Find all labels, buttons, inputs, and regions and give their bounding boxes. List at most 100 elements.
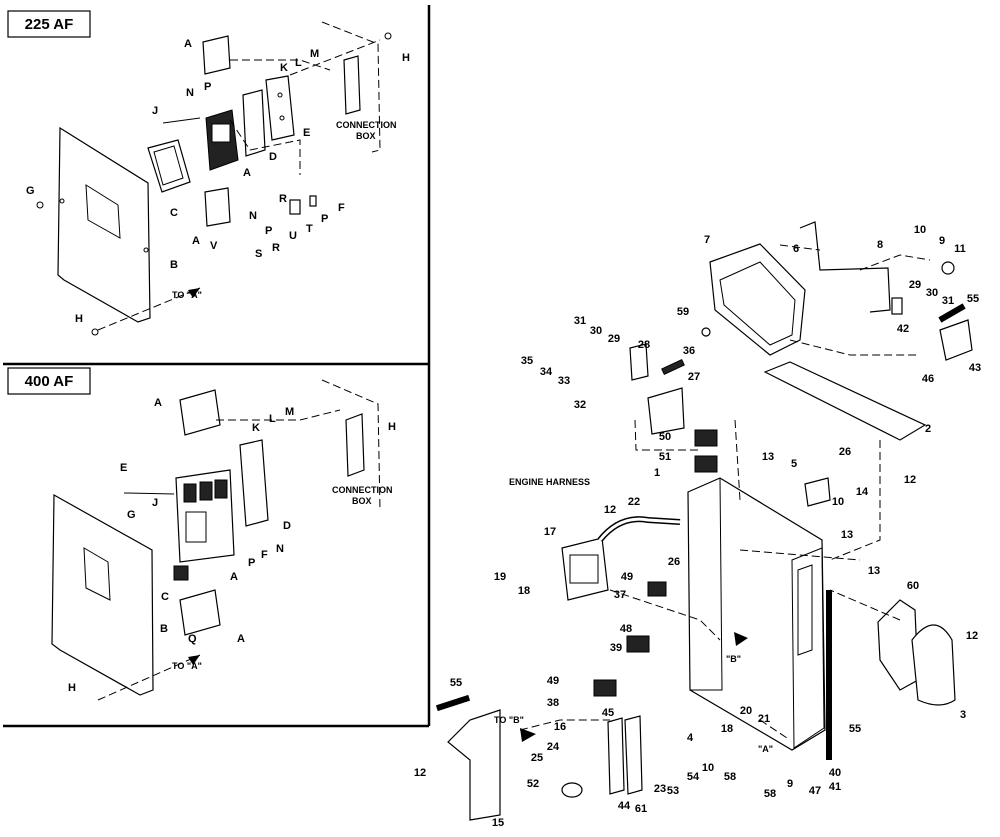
part-callout-17: 17 [544,526,556,538]
part-callout-10: 10 [832,496,844,508]
callout-400-K: K [252,422,260,434]
gasket-strip-left [435,694,471,712]
part-callout-49: 49 [547,675,559,687]
part-callout-54: 54 [687,771,700,783]
side-cover [447,709,501,821]
part-callout-51: 51 [659,451,671,463]
connection-box-label-225af-line2: BOX [356,131,376,141]
part-callout-31: 31 [574,315,586,327]
callout-225-R-top: R [279,193,287,205]
part-callout-50: 50 [659,431,671,443]
part-callout-23: 23 [654,783,666,795]
part-callout-52: 52 [527,778,539,790]
bracket-27 [647,387,685,435]
part-callout-53: 53 [667,785,679,797]
part-callout-61: 61 [635,803,647,815]
callout-400-Q: Q [188,633,197,645]
part-callout-46: 46 [922,373,934,385]
part-callout-35: 35 [521,355,533,367]
callout-400-H-top: H [388,421,396,433]
part-callout-9: 9 [939,235,945,247]
gasket-strip-top [938,303,966,323]
panel-400af-title-box [7,367,91,395]
part-callout-37: 37 [614,589,626,601]
part-36 [661,358,685,376]
callout-400-N: N [276,543,284,555]
part-callout-34: 34 [540,366,553,378]
inset-panels-frame [3,5,431,728]
panel-225af-title-box [7,10,91,38]
part-callout-18: 18 [721,723,733,735]
part-callout-27: 27 [688,371,700,383]
part-callout-8: 8 [877,239,883,251]
part-callout-55: 55 [450,677,462,689]
part-callout-47: 47 [809,785,821,797]
air-duct [911,624,956,706]
part-callout-30: 30 [926,287,938,299]
part-callout-29: 29 [909,279,921,291]
terminal-cover-bottom-400af [179,589,221,636]
part-callout-42: 42 [897,323,909,335]
part-callout-41: 41 [829,781,841,793]
part-callout-31: 31 [942,295,954,307]
fuse-block-49a [647,581,667,597]
terminal-cover-bottom-225af [204,187,231,227]
callout-225-T: T [306,223,313,235]
connection-box-slot-400af [345,413,365,477]
terminal-strip-23 [624,715,643,795]
callout-400-M: M [285,406,294,418]
connection-box-label-400af-line1: CONNECTION [332,485,393,495]
part-callout-29: 29 [608,333,620,345]
to-a-label-225af: TO "A" [172,290,202,300]
part-callout-18: 18 [518,585,530,597]
part-callout-1: 1 [654,467,660,479]
fuse-block-49b [593,679,617,697]
part-callout-14: 14 [856,486,869,498]
part-callout-13: 13 [868,565,880,577]
bracket-225af [265,75,295,141]
callout-400-J: J [152,497,158,509]
part-callout-59: 59 [677,306,689,318]
part-callout-49: 49 [621,571,633,583]
callout-225-N: N [186,87,194,99]
part-callout-30: 30 [590,325,602,337]
cover-window-400af [83,547,111,601]
part-59 [701,327,711,337]
callout-225-P-low: P [265,225,272,237]
part-callout-24: 24 [547,741,560,753]
part-callout-13: 13 [841,529,853,541]
part-callout-10: 10 [702,762,714,774]
grommet-52 [561,782,583,798]
part-callout-12: 12 [966,630,978,642]
part-callout-10: 10 [914,224,926,236]
callout-225-S: S [255,248,262,260]
callout-225-N-low: N [249,210,257,222]
callout-400-G: G [127,509,136,521]
callout-225-P-right: P [321,213,328,225]
part-callout-45: 45 [602,707,614,719]
part-callout-2: 2 [925,423,931,435]
callout-400-F: F [261,549,268,561]
terminal-cover-top-400af [179,389,221,436]
callout-225-P: P [204,81,211,93]
callout-400-B: B [160,623,168,635]
main-assembly [435,221,973,821]
part-callout-32: 32 [574,399,586,411]
part-callout-7: 7 [704,234,710,246]
relay-50 [694,429,718,447]
part-callout-38: 38 [547,697,559,709]
part-callout-15: 15 [492,817,504,829]
callout-225-A-low: A [192,235,200,247]
part-callout-5: 5 [791,458,797,470]
part-callout-40: 40 [829,767,841,779]
main-enclosure [687,477,826,751]
cover-window-225af [85,184,121,239]
enclosure-cover-400af [51,493,154,696]
part-callout-22: 22 [628,496,640,508]
callout-225-V: V [210,240,218,252]
part-callout-9: 9 [787,778,793,790]
to-a-label-400af: TO "A" [172,661,202,671]
callout-400-C: C [161,591,169,603]
